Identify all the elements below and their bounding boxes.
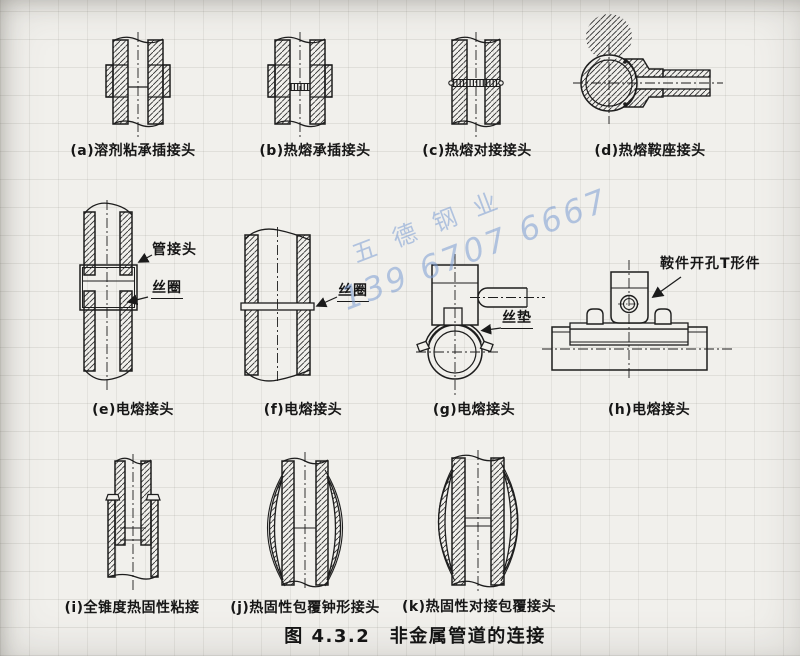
callout-label-wire-coil-e: 丝圈 (151, 281, 183, 299)
leader-arrow-coupler (137, 252, 153, 263)
callout-label-wire-coil-f: 丝圈 (337, 284, 369, 302)
subfigure-g-caption: (g)电熔接头 (432, 402, 516, 418)
subfigure-d-drawing (573, 14, 723, 124)
leader-arrow-wire-coil-f (315, 296, 338, 308)
subfigure-c-caption: (c)热熔对接接头 (422, 143, 532, 159)
subfigure-e-drawing (79, 200, 153, 392)
subfigure-c-drawing (448, 32, 504, 138)
subfigure-k-drawing (437, 450, 519, 591)
subfigure-e-caption: (e)电熔接头 (92, 402, 174, 418)
subfigure-k-caption: (k)热固性对接包覆接头 (401, 599, 557, 615)
leader-arrow-wire-pad (480, 323, 502, 335)
leader-arrow-saddle-tee (651, 276, 682, 299)
callout-label-wire-pad: 丝垫 (501, 311, 533, 329)
callout-label-coupler: 管接头 (152, 242, 197, 258)
subfigure-f-caption: (f)电熔接头 (263, 402, 343, 418)
subfigure-g-drawing (416, 254, 545, 398)
callout-label-saddle-tee: 鞍件开孔T形件 (660, 256, 761, 272)
subfigure-b-caption: (b)热熔承插接头 (259, 143, 371, 159)
subfigure-h-caption: (h)电熔接头 (607, 402, 691, 418)
subfigure-b-drawing (267, 32, 333, 138)
leader-arrow-wire-coil-e (126, 294, 149, 306)
figure-caption: 图 4.3.2 非金属管道的连接 (284, 626, 546, 647)
subfigure-i-caption: (i)全锥度热固性粘接 (64, 600, 200, 616)
subfigure-f-drawing (240, 227, 338, 383)
subfigure-h-drawing (542, 260, 734, 380)
subfigure-i-drawing (105, 454, 161, 590)
subfigure-a-drawing (105, 32, 171, 138)
subfigure-j-drawing (266, 452, 344, 590)
subfigure-a-caption: (a)溶剂粘承插接头 (70, 143, 196, 159)
subfigure-j-caption: (j)热固性包覆钟形接头 (230, 600, 380, 616)
subfigure-d-caption: (d)热熔鞍座接头 (594, 143, 706, 159)
